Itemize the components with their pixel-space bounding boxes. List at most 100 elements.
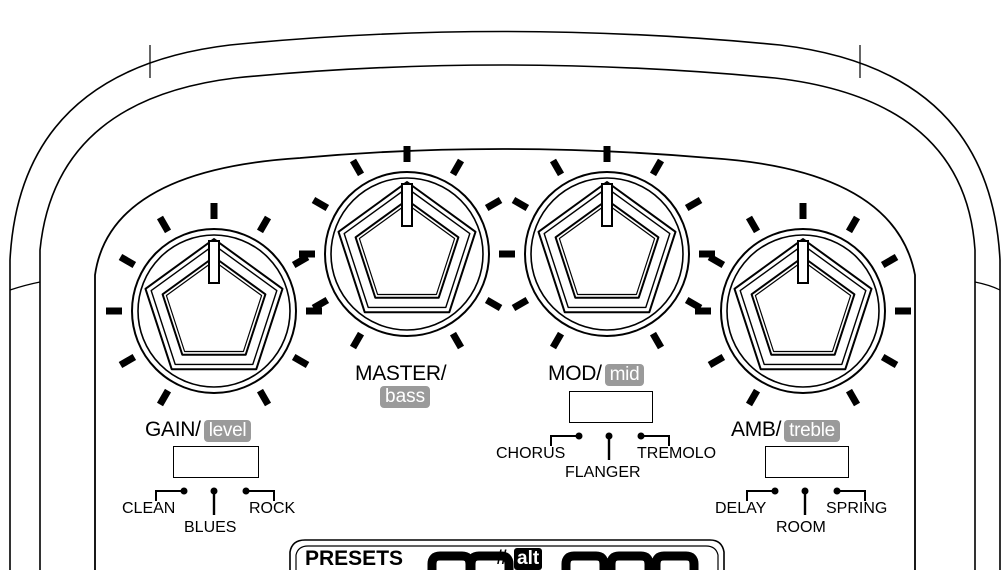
- mod-knob[interactable]: [499, 146, 715, 350]
- master-knob-pointer: [401, 183, 413, 227]
- gain-mode-indicator: [173, 446, 259, 478]
- master-alt-tag: bass: [380, 386, 431, 408]
- master-knob-ring-inner: [330, 177, 484, 331]
- sharp-symbol: #: [496, 546, 508, 569]
- master-knob-label: MASTER/: [355, 362, 447, 386]
- preset-digit-3: [561, 551, 609, 575]
- mod-selector-switch[interactable]: [550, 432, 670, 461]
- mod-selector-right: [641, 435, 670, 446]
- amb-tick: [880, 253, 899, 269]
- master-knob-cap-mid: [343, 187, 471, 309]
- master-knob[interactable]: [299, 146, 515, 350]
- amb-tick: [745, 388, 761, 407]
- amb-tick: [880, 353, 899, 369]
- mod-tick: [511, 296, 530, 312]
- amb-mode-delay[interactable]: DELAY: [715, 500, 767, 517]
- gain-knob-cap-core: [165, 260, 263, 353]
- mod-tick: [549, 158, 565, 177]
- mod-knob-cap-core: [558, 203, 656, 296]
- amb-knob-pointer: [797, 240, 809, 284]
- amb-knob-label: AMB/treble: [731, 418, 840, 442]
- mod-mode-flanger[interactable]: FLANGER: [565, 464, 641, 481]
- master-tick: [484, 296, 503, 312]
- gain-knob-cap-outer: [144, 238, 284, 371]
- amb-tick: [707, 253, 726, 269]
- mod-knob-pointer: [601, 183, 613, 227]
- amb-knob-cap-mid: [739, 244, 867, 366]
- amb-mode-indicator: [765, 446, 849, 478]
- mod-alt-tag: mid: [604, 364, 645, 386]
- preset-digit-2: [466, 551, 514, 575]
- gain-alt-tag: level: [203, 420, 252, 442]
- gain-mode-clean[interactable]: CLEAN: [122, 500, 176, 517]
- gain-selector-dot: [180, 487, 188, 495]
- amb-knob[interactable]: [695, 203, 911, 407]
- master-knob-cap-core: [358, 203, 456, 296]
- gain-selector-left: [155, 490, 184, 501]
- preset-digit-1: [427, 551, 475, 575]
- mod-knob-label: MOD/mid: [548, 362, 645, 386]
- master-tick: [349, 158, 365, 177]
- master-tick: [311, 196, 330, 212]
- amb-selector-right: [837, 490, 866, 501]
- gain-knob-cap-mid: [150, 244, 278, 366]
- amb-mode-spring[interactable]: SPRING: [826, 500, 888, 517]
- alt-indicator: alt: [514, 548, 543, 570]
- gain-selector-switch[interactable]: [155, 487, 275, 516]
- gain-knob[interactable]: [106, 203, 322, 407]
- master-label-text: MASTER/: [355, 362, 447, 385]
- mod-mode-chorus[interactable]: CHORUS: [496, 445, 566, 462]
- gain-tick: [118, 353, 137, 369]
- gain-tick: [156, 215, 172, 234]
- mod-label-text: MOD/: [548, 362, 602, 385]
- gain-tick: [291, 353, 310, 369]
- preset-digit-3-segment: [561, 551, 609, 575]
- mod-knob-ring-inner: [530, 177, 684, 331]
- amb-tick: [745, 215, 761, 234]
- preset-digit-5: [651, 551, 699, 575]
- mod-tick: [649, 158, 665, 177]
- gain-label-text: GAIN/: [145, 418, 201, 441]
- preset-digit-4-segment: [606, 551, 654, 575]
- amb-tick: [845, 215, 861, 234]
- gain-tick: [118, 253, 137, 269]
- mod-selector-dot: [575, 432, 583, 440]
- master-knob-cap-outer: [337, 181, 477, 314]
- master-tick: [311, 296, 330, 312]
- gain-tick: [256, 388, 272, 407]
- mod-tick: [511, 196, 530, 212]
- amb-label-text: AMB/: [731, 418, 782, 441]
- gain-selector-right: [246, 490, 275, 501]
- gain-mode-blues[interactable]: BLUES: [184, 519, 237, 536]
- preset-digit-2-segment: [466, 551, 514, 575]
- gain-mode-rock[interactable]: ROCK: [249, 500, 296, 517]
- amb-alt-tag: treble: [784, 420, 840, 442]
- amb-knob-cap-outer: [733, 238, 873, 371]
- mod-selector-left: [550, 435, 579, 446]
- mod-knob-cap-outer: [537, 181, 677, 314]
- mod-tick: [684, 196, 703, 212]
- amb-knob-cap-inner: [750, 256, 856, 356]
- preset-digit-1-segment: [427, 551, 475, 575]
- amb-selector-dot: [771, 487, 779, 495]
- mod-tick: [649, 331, 665, 350]
- presets-label: PRESETS: [305, 547, 404, 570]
- master-tick: [449, 158, 465, 177]
- amb-mode-room[interactable]: ROOM: [776, 519, 826, 536]
- master-tick: [349, 331, 365, 350]
- amb-knob-cap-core: [754, 260, 852, 353]
- mod-mode-tremolo[interactable]: TREMOLO: [637, 445, 717, 462]
- gain-knob-label: GAIN/level: [145, 418, 252, 442]
- amb-knob-ring-inner: [726, 234, 880, 388]
- mod-tick: [684, 296, 703, 312]
- gain-knob-pointer: [208, 240, 220, 284]
- gain-knob-ring-inner: [137, 234, 291, 388]
- master-tick: [484, 196, 503, 212]
- amb-selector-switch[interactable]: [746, 487, 866, 516]
- amb-tick: [707, 353, 726, 369]
- mod-knob-cap-inner: [554, 199, 660, 299]
- amb-tick: [845, 388, 861, 407]
- mod-mode-indicator: [569, 391, 653, 423]
- gain-knob-cap-inner: [161, 256, 267, 356]
